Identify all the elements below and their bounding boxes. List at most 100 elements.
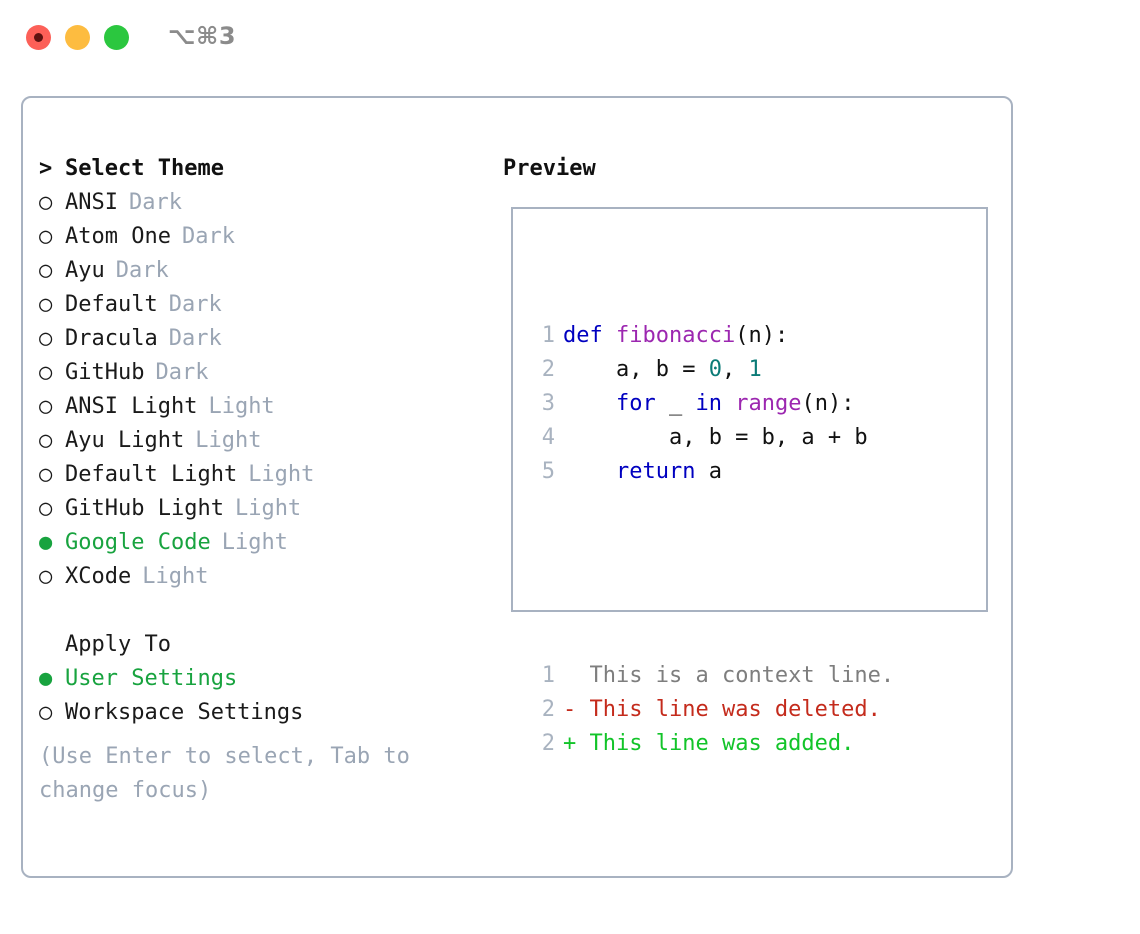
theme-name: ANSI Light xyxy=(65,394,198,419)
radio-unselected-icon[interactable]: ○ xyxy=(39,292,53,317)
code-token xyxy=(563,459,616,484)
code-token: a xyxy=(695,459,722,484)
line-number: 1 xyxy=(541,663,555,688)
theme-name: ANSI xyxy=(65,190,118,215)
code-token: range xyxy=(735,391,802,416)
theme-list-item[interactable]: ○ Atom One Dark xyxy=(39,220,509,254)
code-token: a, b = xyxy=(563,357,709,382)
diff-line: 2+ This line was added. xyxy=(525,727,894,761)
code-token: 0 xyxy=(708,357,722,382)
code-token: for xyxy=(615,391,656,416)
code-token xyxy=(563,391,616,416)
title-bar: ⌥⌘3 xyxy=(0,0,1140,78)
line-number: 5 xyxy=(541,459,555,484)
diff-line: 2- This line was deleted. xyxy=(525,693,894,727)
theme-name: Google Code xyxy=(65,530,211,555)
traffic-light-controls xyxy=(26,25,129,50)
code-token: a, b = b, a + b xyxy=(563,425,868,450)
theme-variant-label: Dark xyxy=(115,258,169,283)
maximize-button[interactable] xyxy=(104,25,129,50)
radio-unselected-icon[interactable]: ○ xyxy=(39,224,53,249)
diff-sample: 1 This is a context line.2- This line wa… xyxy=(525,659,894,761)
code-token: in xyxy=(695,391,722,416)
theme-name: Ayu Light xyxy=(65,428,185,453)
theme-variant-label: Dark xyxy=(128,190,182,215)
line-number: 3 xyxy=(541,391,555,416)
apply-to-heading: Apply To xyxy=(39,628,509,662)
code-line: 5 return a xyxy=(525,455,894,489)
apply-to-option-label: Workspace Settings xyxy=(65,700,304,725)
radio-unselected-icon[interactable]: ○ xyxy=(39,190,53,215)
select-theme-heading: > Select Theme xyxy=(39,152,509,186)
theme-list-item[interactable]: ● Google Code Light xyxy=(39,526,509,560)
radio-selected-icon[interactable]: ● xyxy=(39,666,53,691)
radio-unselected-icon[interactable]: ○ xyxy=(39,326,53,351)
theme-variant-label: Light xyxy=(234,496,302,521)
theme-variant-label: Light xyxy=(248,462,315,487)
minimize-button[interactable] xyxy=(65,25,90,50)
diff-text: This line was deleted. xyxy=(589,697,881,722)
theme-name: Default xyxy=(65,292,158,317)
theme-variant-label: Light xyxy=(221,530,288,555)
theme-name: GitHub xyxy=(65,360,145,385)
theme-variant-label: Light xyxy=(195,428,262,453)
theme-list-item[interactable]: ○ ANSI Dark xyxy=(39,186,509,220)
prompt-marker-icon: > xyxy=(39,156,53,181)
code-token: def xyxy=(563,323,616,348)
radio-unselected-icon[interactable]: ○ xyxy=(39,496,53,521)
theme-list-item[interactable]: ○ Default Light Light xyxy=(39,458,509,492)
keyboard-shortcut-label: ⌥⌘3 xyxy=(168,22,237,50)
apply-to-option-label: User Settings xyxy=(65,666,238,691)
theme-list-item[interactable]: ○ Dracula Dark xyxy=(39,322,509,356)
code-line: 2 a, b = 0, 1 xyxy=(525,353,894,387)
diff-marker xyxy=(563,663,590,688)
radio-unselected-icon[interactable]: ○ xyxy=(39,394,53,419)
select-theme-title: Select Theme xyxy=(65,156,224,181)
theme-list-item[interactable]: ○ GitHub Light Light xyxy=(39,492,509,526)
line-number: 2 xyxy=(541,357,555,382)
code-token xyxy=(722,391,735,416)
radio-unselected-icon[interactable]: ○ xyxy=(39,700,53,725)
line-number: 1 xyxy=(541,323,555,348)
apply-to-title: Apply To xyxy=(65,632,171,657)
radio-unselected-icon[interactable]: ○ xyxy=(39,564,53,589)
diff-text: This is a context line. xyxy=(589,663,895,688)
code-diff-gap xyxy=(525,557,894,591)
radio-unselected-icon[interactable]: ○ xyxy=(39,360,53,385)
theme-list-item[interactable]: ○ Ayu Light Light xyxy=(39,424,509,458)
theme-name: XCode xyxy=(65,564,132,589)
radio-unselected-icon[interactable]: ○ xyxy=(39,258,53,283)
keyboard-hint-text: (Use Enter to select, Tab to change focu… xyxy=(39,744,410,803)
radio-selected-icon[interactable]: ● xyxy=(39,530,53,555)
code-token: _ xyxy=(655,391,696,416)
theme-variant-label: Dark xyxy=(181,224,235,249)
apply-to-option[interactable]: ○ Workspace Settings xyxy=(39,696,509,730)
theme-name: Ayu xyxy=(65,258,105,283)
theme-name: Atom One xyxy=(65,224,171,249)
theme-name: GitHub Light xyxy=(65,496,224,521)
close-button[interactable] xyxy=(26,25,51,50)
theme-list-item[interactable]: ○ Ayu Dark xyxy=(39,254,509,288)
radio-unselected-icon[interactable]: ○ xyxy=(39,462,53,487)
diff-line: 1 This is a context line. xyxy=(525,659,894,693)
code-token: 1 xyxy=(748,357,762,382)
theme-variant-label: Dark xyxy=(168,326,222,351)
code-token: (n): xyxy=(801,391,855,416)
line-number: 2 xyxy=(541,731,555,756)
theme-name: Default Light xyxy=(65,462,238,487)
code-token: (n): xyxy=(735,323,789,348)
diff-marker: - xyxy=(563,697,590,722)
code-token: , xyxy=(721,357,749,382)
apply-to-option[interactable]: ● User Settings xyxy=(39,662,509,696)
radio-unselected-icon[interactable]: ○ xyxy=(39,428,53,453)
line-number: 2 xyxy=(541,697,555,722)
theme-name: Dracula xyxy=(65,326,158,351)
